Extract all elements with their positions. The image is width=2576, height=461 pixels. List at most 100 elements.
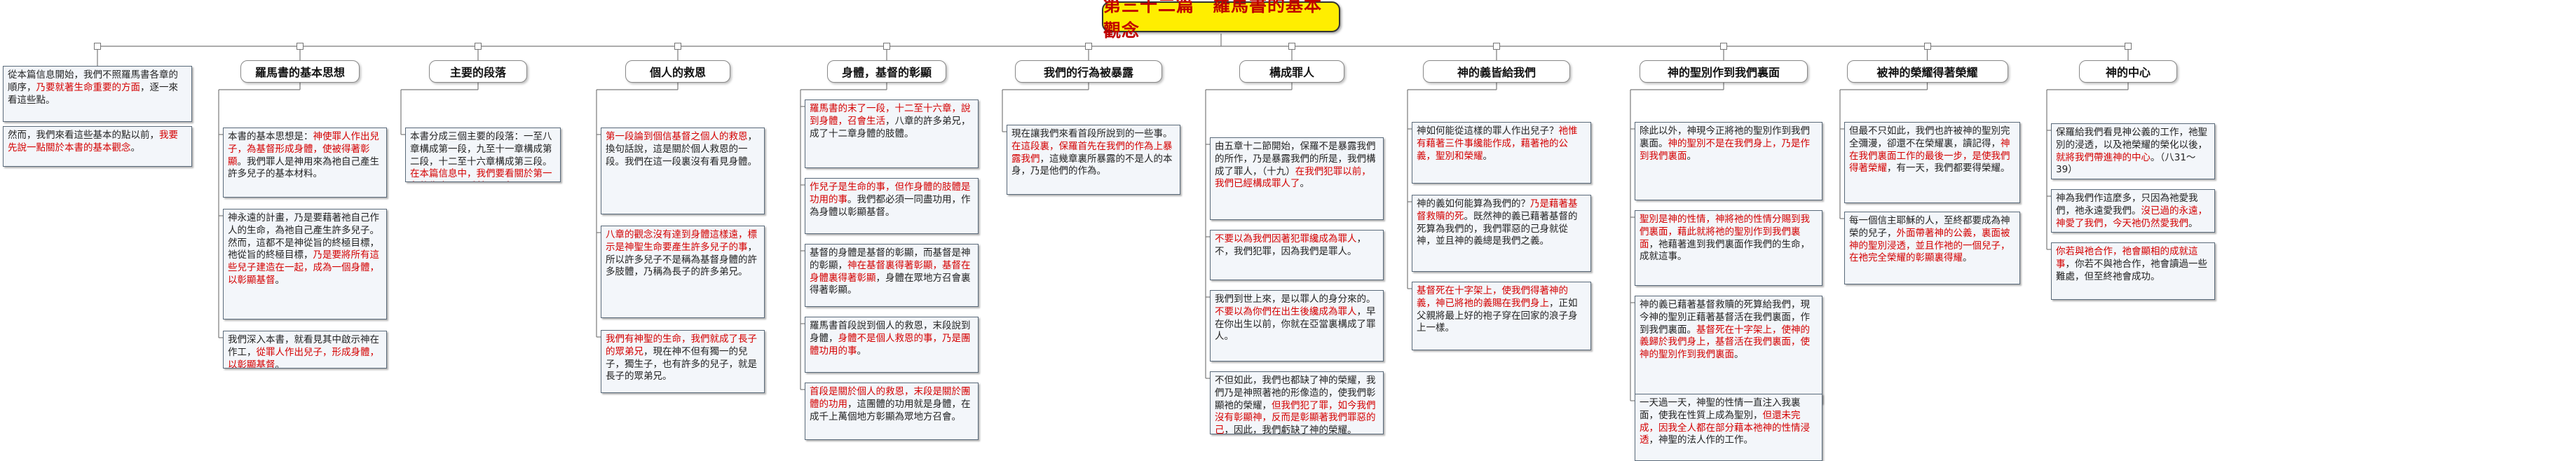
branch-header[interactable]: 神的聖別作到我們裏面 bbox=[1640, 60, 1808, 83]
branch-header[interactable]: 被神的榮耀得著榮耀 bbox=[1846, 60, 2008, 83]
branch-toggle-icon[interactable] bbox=[94, 43, 101, 50]
highlighted-text: 第一段論到個信基督之個人的救恩 bbox=[606, 131, 748, 142]
note-box[interactable]: 由五章十二節開始，保羅不是暴露我們的所作，乃是暴露我們的所是，我們構成了罪人，（… bbox=[1210, 137, 1384, 220]
note-text: ，現在神不但有獨一的兒子，獨生子，也有許多的兒子，就是長子的眾弟兄。 bbox=[606, 345, 757, 383]
note-box[interactable]: 我們深入本書，就看見其中啟示神在作工，從罪人作出兒子，形成身體，以彰顯基督。 bbox=[223, 331, 387, 369]
note-box[interactable]: 八章的觀念沒有達到身體這樣遠，標示是神聖生命要產生許多兒子的事，所以許多兒子不是… bbox=[601, 226, 765, 318]
note-text: 保羅給我們看見神公義的工作，祂聖別的浸透，以及祂榮耀的榮化以後， bbox=[2056, 127, 2207, 151]
note-text: ，祂藉著進到我們裏面作我們的生命，成就這事。 bbox=[1640, 238, 1810, 263]
branch-header[interactable]: 主要的段落 bbox=[429, 60, 527, 83]
branch-toggle-icon[interactable] bbox=[674, 43, 681, 50]
branch-header[interactable]: 構成罪人 bbox=[1239, 60, 1344, 83]
highlighted-text: 在本篇信息中，我們要看關於第一段的生命，只看首尾二段 bbox=[410, 168, 552, 181]
branch-toggle-icon[interactable] bbox=[2125, 43, 2132, 50]
note-box[interactable]: 神的義已藉著基督救贖的死算給我們，現今神的聖別正藉著基督活在我們裏面，作到我們裏… bbox=[1635, 296, 1822, 404]
note-text: 由五章十二節開始，保羅不是暴露我們的所作，乃是暴露我們的所是，我們構成了罪人，（… bbox=[1215, 141, 1376, 177]
note-text: ，換句話說，這是關於個人救恩的一段。我們在這一段裏沒有看見身體。 bbox=[606, 131, 757, 167]
note-text: 從本篇信息開始，我們不照羅馬書各章的順序， bbox=[8, 69, 178, 93]
note-text: 。 bbox=[857, 345, 867, 357]
branch-header[interactable]: 身體，基督的彰顯 bbox=[827, 60, 946, 83]
note-box[interactable]: 神為我們作這麼多，只因為祂愛我們，祂永遠愛我們。沒已過的永遠，神愛了我們，今天祂… bbox=[2051, 189, 2215, 233]
note-text: ，身體在眾地方召會裏得著彰顯。 bbox=[810, 272, 971, 296]
note-box[interactable]: 本書分成三個主要的段落：一至八章構成第一段，九至十一章構成第二段，十二至十六章構… bbox=[405, 128, 561, 182]
branch-header[interactable]: 個人的救恩 bbox=[625, 60, 730, 83]
note-box[interactable]: 本書的基本思想是：神使罪人作出兒子，為基督形成身體，使被得著彰顯。我們罪人是神用… bbox=[223, 128, 387, 198]
branch-header[interactable]: 我們的行為被暴露 bbox=[1015, 60, 1162, 83]
note-box[interactable]: 神如何能從這樣的罪人作出兒子？祂惟有藉著三件事纔能作成，藉著祂的公義，聖別和榮耀… bbox=[1412, 122, 1591, 184]
note-text: ，不，我們犯罪，因為我們是罪人。 bbox=[1215, 233, 1366, 257]
branch-toggle-icon[interactable] bbox=[883, 43, 890, 50]
note-box[interactable]: 羅馬書首段說到個人的救恩，末段說到身體，身體不是個人救恩的事，乃是團體功用的事。 bbox=[805, 317, 979, 373]
note-box[interactable]: 基督死在十字架上，使我們得著神的義，神已將祂的義賜在我們身上，正如父親將最上好的… bbox=[1412, 282, 1591, 350]
note-box[interactable]: 聖別是神的性情，神將祂的性情分賜到我們裏面，藉此就將祂的聖別作到我們裏面，祂藉著… bbox=[1635, 210, 1822, 286]
branch-header[interactable]: 神的中心 bbox=[2079, 60, 2177, 83]
connector-lines bbox=[97, 34, 2129, 401]
note-box[interactable]: 不但如此，我們也都缺了神的榮耀，我們乃是神照著祂的形像造的，使我們彰顯祂的榮耀，… bbox=[1210, 371, 1384, 434]
branch-toggle-icon[interactable] bbox=[1720, 43, 1727, 50]
branch-toggle-icon[interactable] bbox=[1085, 43, 1092, 50]
note-text: ，你若不與祂合作，祂會讀過一些難處，但至終祂會成功。 bbox=[2056, 258, 2207, 282]
note-text: 神的義如何能算為我們的？ bbox=[1417, 198, 1530, 209]
note-text: ，正如父親將最上好的袍子穿在回家的浪子身上一樣。 bbox=[1417, 297, 1578, 334]
highlighted-text: 就將我們帶進神的中心 bbox=[2056, 151, 2151, 163]
highlighted-text: 但我們犯了罪，如今我們沒有彰顯神，反而是彰顯著我們罪惡的己 bbox=[1215, 399, 1376, 434]
branch-toggle-icon[interactable] bbox=[1493, 43, 1500, 50]
branch-toggle-icon[interactable] bbox=[1923, 43, 1931, 50]
mindmap-title[interactable]: 第三十二篇 羅馬書的基本觀念 bbox=[1102, 0, 1340, 41]
note-text: 。 bbox=[1300, 178, 1310, 190]
note-text: ，神聖的法人作的工作。 bbox=[1649, 434, 1754, 446]
note-box[interactable]: 首段是關於個人的救恩，末段是關於團體的功用，這團體的功用就是身體，在成千上萬個地… bbox=[805, 383, 979, 440]
branch-toggle-icon[interactable] bbox=[475, 43, 482, 50]
note-box[interactable]: 一天過一天，神聖的性情一直注入我裏面，使我在性質上成為聖別，但還未完成，因我全人… bbox=[1635, 394, 1822, 461]
highlighted-text: 神使罪人作出兒子，為基督形成身體，使被得著彰顯 bbox=[228, 131, 379, 167]
note-text: 。 bbox=[2188, 217, 2198, 229]
note-box[interactable]: 第一段論到個信基督之個人的救恩，換句話說，這是關於個人救恩的一段。我們在這一段裏… bbox=[601, 128, 765, 214]
note-text: 現在讓我們來看首段所說到的一些事。 bbox=[1011, 128, 1173, 139]
branch-header[interactable]: 神的義皆給我們 bbox=[1423, 60, 1570, 83]
note-box[interactable]: 作兒子是生命的事，但作身體的肢體是功用的事。我們都必須一同盡功用，作為身體以彰顯… bbox=[805, 178, 979, 234]
highlighted-text: 乃是藉著基督救贖的死 bbox=[1417, 198, 1578, 222]
note-text: 。 bbox=[1483, 150, 1493, 162]
note-text: 。 bbox=[130, 142, 141, 153]
note-box[interactable]: 基督的身體是基督的彰顯，而基督是神的彰顯，神在基督裏得著彰顯，基督在身體裏得著彰… bbox=[805, 244, 979, 307]
note-text: 羅馬書首段說到個人的救恩，末段說到身體， bbox=[810, 320, 971, 344]
note-box[interactable]: 從本篇信息開始，我們不照羅馬書各章的順序，乃要就著生命重要的方面，逐一來看這些點… bbox=[3, 66, 192, 122]
note-box[interactable]: 羅馬書的末了一段，十二至十六章，說到身體，召會生活，八章的許多弟兄，成了十二章身… bbox=[805, 99, 979, 168]
highlighted-text: 乃是要將所有這些兒子建造在一起，成為一個身體，以彰顯基督 bbox=[228, 249, 379, 287]
note-text: 。 bbox=[275, 359, 285, 369]
note-box[interactable]: 然而，我們來看這些基本的點以前，我要先說一點關於本書的基本觀念。 bbox=[3, 126, 192, 167]
highlighted-text: 神在基督裏得著彰顯，基督在身體裏得著彰顯 bbox=[810, 259, 971, 284]
highlighted-text: 作兒子是生命的事，但作身體的肢體是功用的事 bbox=[810, 181, 971, 205]
note-text: 本書的基本思想是： bbox=[228, 131, 313, 142]
note-box[interactable]: 神的義如何能算為我們的？乃是藉著基督救贖的死。既然神的義已藉著基督的死算為我們的… bbox=[1412, 195, 1591, 272]
branch-toggle-icon[interactable] bbox=[297, 43, 304, 50]
note-box[interactable]: 你若與祂合作，祂會顯相的成就這事，你若不與祂合作，祂會讀過一些難處，但至終祂會成… bbox=[2051, 242, 2215, 300]
note-text: 除此以外，神現今正將祂的聖別作到我們裏面。 bbox=[1640, 125, 1810, 149]
highlighted-text: 首段是關於個人的救恩，末段是關於團體的功用 bbox=[810, 386, 971, 410]
note-box[interactable]: 神永遠的計畫，乃是要藉著祂自己作人的生命，為祂自己產生許多兒子。然而，這都不是神… bbox=[223, 209, 387, 319]
note-text: 。 bbox=[514, 181, 524, 182]
note-box[interactable]: 除此以外，神現今正將祂的聖別作到我們裏面。神的聖別不是在我們身上，乃是作到我們裏… bbox=[1635, 122, 1822, 200]
highlighted-text: 外面帶著神的公義，裏面被神的聖別浸透，並且作祂的一個兒子，在祂完全榮耀的彰顯裏得… bbox=[1849, 227, 2010, 264]
highlighted-text: 神的聖別不是在我們身上，乃是作到我們裏面 bbox=[1640, 137, 1810, 162]
note-box[interactable]: 我們有神聖的生命，我們就成了長子的眾弟兄，現在神不但有獨一的兒子，獨生子，也有許… bbox=[601, 330, 765, 393]
branch-header[interactable]: 羅馬書的基本思想 bbox=[240, 60, 360, 83]
highlighted-text: 基督死在十字架上，使我們得著神的義，神已將祂的義賜在我們身上 bbox=[1417, 285, 1568, 309]
note-box[interactable]: 我們到世上來，是以罪人的身分來的。不要以為你們在出生後纔成為罪人，早在你出生以前… bbox=[1210, 290, 1384, 362]
note-text: 我們深入本書，就看見其中啟示神在作工， bbox=[228, 334, 379, 358]
note-box[interactable]: 每一個信主耶穌的人，至終都要成為神榮的兒子，外面帶著神的公義，裏面被神的聖別浸透… bbox=[1844, 212, 2020, 284]
highlighted-text: 在我們犯罪以前，我們已經構成罪人了 bbox=[1215, 165, 1371, 190]
note-text: 神為我們作這麼多，只因為祂愛我們，祂永遠愛我們。 bbox=[2056, 193, 2198, 216]
note-text: 每一個信主耶穌的人，至終都要成為神榮的兒子， bbox=[1849, 215, 2010, 239]
highlighted-text: 神在我們裏面工作的最後一步，是使我們得著榮耀 bbox=[1849, 137, 2010, 174]
note-text: 神永遠的計畫，乃是要藉著祂自己作人的生命，為祂自己產生許多兒子。然而，這都不是神… bbox=[228, 212, 379, 261]
note-text: 。我們罪人是神用來為祂自己產生許多兒子的基本材料。 bbox=[228, 156, 379, 180]
note-box[interactable]: 不要以為我們因著犯罪纔成為罪人，不，我們犯罪，因為我們是罪人。 bbox=[1210, 230, 1384, 280]
highlighted-text: 我要先說一點關於本書的基本觀念 bbox=[8, 130, 178, 153]
note-box[interactable]: 保羅給我們看見神公義的工作，祂聖別的浸透，以及祂榮耀的榮化以後，就將我們帶進神的… bbox=[2051, 123, 2215, 179]
branch-toggle-icon[interactable] bbox=[1288, 43, 1295, 50]
note-box[interactable]: 但最不只如此，我們也許被神的聖別完全彌漫，卻還不在榮耀裏，讀記得，神在我們裏面工… bbox=[1844, 122, 2020, 203]
highlighted-text: 不要以為我們因著犯罪纔成為罪人 bbox=[1215, 233, 1357, 245]
note-box[interactable]: 現在讓我們來看首段所說到的一些事。在這段裏，保羅首先在我們的作為上暴露我們，這幾… bbox=[1007, 125, 1180, 195]
note-text: 一天過一天，神聖的性情一直注入我裏面，使我在性質上成為聖別， bbox=[1640, 397, 1801, 421]
